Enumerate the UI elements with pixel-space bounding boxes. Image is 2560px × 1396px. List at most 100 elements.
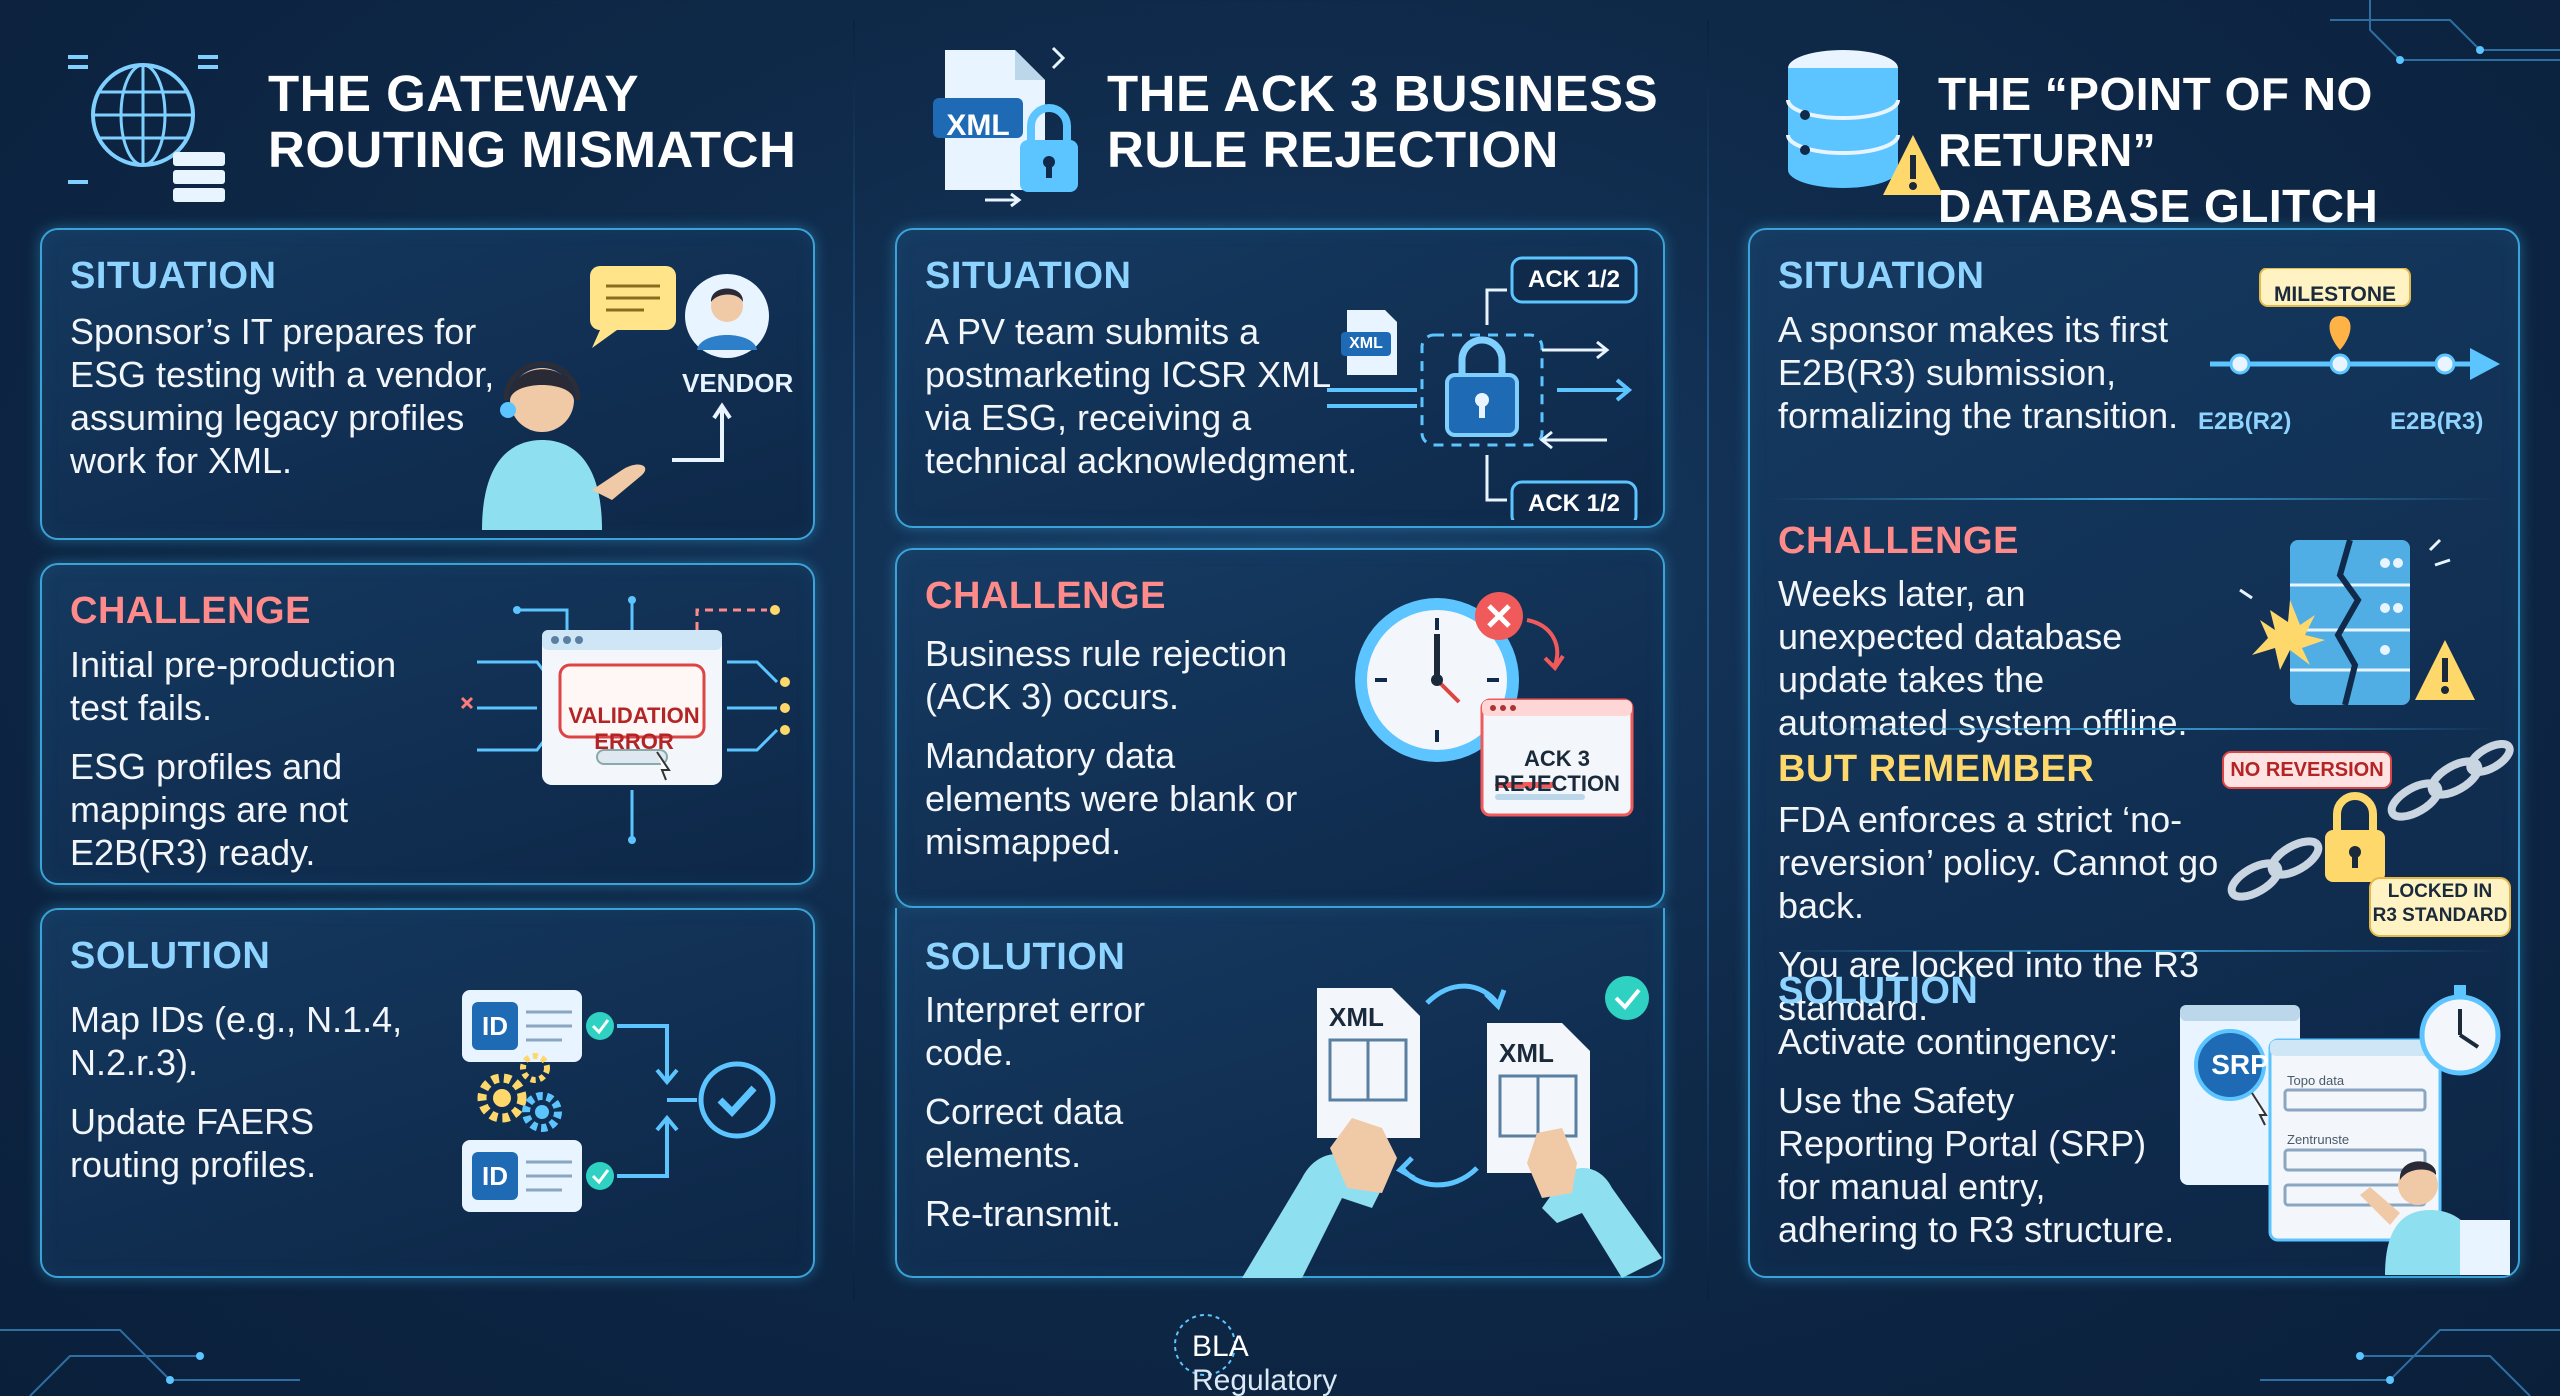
timeline-to-label: E2B(R3) bbox=[2390, 408, 2484, 435]
ack-top-badge: ACK 1/2 bbox=[1527, 266, 1621, 293]
brand-name-b: Regulatory bbox=[1192, 1364, 1338, 1396]
column-divider-2 bbox=[1707, 20, 1709, 1300]
ack-bottom-badge: ACK 1/2 bbox=[1527, 490, 1621, 517]
timeline-from-label: E2B(R2) bbox=[2198, 408, 2292, 435]
globe-server-icon bbox=[68, 55, 225, 202]
situation-label: SITUATION bbox=[70, 255, 277, 297]
xml-doc-2-label: XML bbox=[1499, 1038, 1554, 1068]
panel-gateway-routing: THE GATEWAY ROUTING MISMATCH SITUATION S… bbox=[40, 0, 815, 1300]
panel-database-glitch: THE “POINT OF NO RETURN” DATABASE GLITCH… bbox=[1748, 0, 2520, 1300]
situation-text: Sponsor’s IT prepares for ESG testing wi… bbox=[70, 311, 495, 481]
panel-header: XML THE ACK 3 BUSINESS RULE REJECTION bbox=[895, 30, 1665, 208]
panel-title-line2: ROUTING MISMATCH bbox=[268, 121, 797, 178]
solution-card: SOLUTION Interpret error code. Correct d… bbox=[895, 908, 1665, 1278]
remember-text: FDA enforces a strict ‘no-reversion’ pol… bbox=[1778, 798, 2338, 1045]
locked-in-line1: LOCKED IN bbox=[2387, 881, 2493, 902]
ack-handshake-lock-icon bbox=[1327, 256, 1638, 520]
validation-error-line1: VALIDATION bbox=[568, 703, 700, 728]
panel-title: THE ACK 3 BUSINESS RULE REJECTION bbox=[1107, 66, 1658, 178]
section-separator-2 bbox=[1770, 728, 2498, 730]
circuit-decoration-top-right bbox=[2330, 0, 2560, 64]
xml-badge: XML bbox=[946, 109, 1010, 142]
milestone-label: MILESTONE bbox=[2273, 283, 2397, 306]
section-separator-3 bbox=[1770, 950, 2498, 952]
remember-label: BUT REMEMBER bbox=[1778, 748, 2095, 790]
brand-footer: BLA Regulatory bbox=[1170, 1310, 1390, 1396]
xml-lock-icon bbox=[933, 46, 1078, 208]
panel-title-line1: THE GATEWAY bbox=[268, 65, 640, 122]
solution-paragraph-1: Interpret error code. bbox=[925, 989, 1146, 1073]
id-badge-bottom: ID bbox=[482, 1161, 508, 1191]
challenge-paragraph-2: ESG profiles and mappings are not E2B(R3… bbox=[70, 746, 349, 873]
xml-doc-1-label: XML bbox=[1329, 1002, 1384, 1032]
hands-exchanging-xml-icon bbox=[1242, 976, 1662, 1278]
panel-title-line2: DATABASE GLITCH bbox=[1938, 180, 2379, 232]
solution-text: Activate contingency: Use the Safety Rep… bbox=[1778, 1020, 2178, 1267]
crashed-server-icon bbox=[2239, 538, 2475, 706]
brand-logo-icon bbox=[1174, 1314, 1236, 1376]
challenge-text: Weeks later, an unexpected database upda… bbox=[1778, 573, 2188, 743]
circuit-decoration-bottom-left bbox=[0, 1329, 300, 1396]
panel-title: THE GATEWAY ROUTING MISMATCH bbox=[268, 66, 796, 178]
srp-portal-manual-entry-icon bbox=[2180, 985, 2510, 1275]
challenge-paragraph-1: Initial pre-production test fails. bbox=[70, 644, 397, 728]
challenge-label: CHALLENGE bbox=[925, 575, 1166, 617]
column-divider-1 bbox=[853, 20, 855, 1300]
form-field-label-2: Zentrunste bbox=[2287, 1132, 2350, 1147]
solution-paragraph-2: Correct data elements. bbox=[925, 1091, 1124, 1175]
solution-paragraph-3: Re-transmit. bbox=[925, 1193, 1122, 1234]
id-badge-top: ID bbox=[482, 1011, 508, 1041]
situation-text: A PV team submits a postmarketing ICSR X… bbox=[925, 311, 1358, 481]
ack3-rejection-line2: REJECTION bbox=[1494, 771, 1620, 796]
validation-error-text: VALIDATION ERROR bbox=[562, 703, 706, 755]
challenge-label: CHALLENGE bbox=[1778, 520, 2019, 562]
form-field-label-1: Topo data bbox=[2287, 1073, 2345, 1088]
xml-small-badge: XML bbox=[1349, 335, 1383, 352]
challenge-paragraph-1: Business rule rejection (ACK 3) occurs. bbox=[925, 633, 1288, 717]
panel-title: THE “POINT OF NO RETURN” DATABASE GLITCH bbox=[1938, 66, 2520, 234]
brand-name: BLA Regulatory bbox=[1192, 1330, 1390, 1396]
challenge-paragraph-2: Mandatory data elements were blank or mi… bbox=[925, 735, 1298, 862]
locked-chain-icon bbox=[2222, 740, 2514, 937]
id-mapping-flow-icon bbox=[462, 990, 776, 1212]
situation-challenge-card: SITUATION A sponsor makes its first E2B(… bbox=[1748, 228, 2520, 1278]
vendor-label: VENDOR bbox=[682, 368, 794, 398]
solution-paragraph-1: Map IDs (e.g., N.1.4, N.2.r.3). bbox=[70, 999, 403, 1083]
situation-text: A sponsor makes its first E2B(R3) submis… bbox=[1778, 309, 2179, 436]
clock-rejection-icon bbox=[1355, 592, 1634, 817]
support-agent-icon bbox=[482, 266, 769, 530]
solution-label: SOLUTION bbox=[925, 936, 1126, 978]
section-separator-1 bbox=[1770, 498, 2498, 500]
no-reversion-badge: NO REVERSION bbox=[2230, 759, 2384, 781]
solution-paragraph-2: Use the Safety Reporting Portal (SRP) fo… bbox=[1778, 1080, 2175, 1250]
validation-error-window-icon bbox=[460, 596, 790, 844]
solution-text: Interpret error code. Correct data eleme… bbox=[925, 988, 1235, 1251]
circuit-decoration-bottom-right bbox=[2260, 1329, 2560, 1396]
solution-text: Map IDs (e.g., N.1.4, N.2.r.3). Update F… bbox=[70, 998, 430, 1202]
ack3-rejection-text: ACK 3 REJECTION bbox=[1482, 746, 1632, 796]
database-warning-icon bbox=[1786, 50, 1943, 195]
challenge-card: CHALLENGE Initial pre-production test fa… bbox=[40, 563, 815, 885]
challenge-label: CHALLENGE bbox=[70, 590, 311, 632]
solution-paragraph-1: Activate contingency: bbox=[1778, 1021, 2119, 1062]
solution-label: SOLUTION bbox=[1778, 970, 1979, 1012]
panel-ack3-rejection: XML THE ACK 3 BUSINESS RULE REJECTION SI… bbox=[895, 0, 1665, 1300]
solution-paragraph-2: Update FAERS routing profiles. bbox=[70, 1101, 317, 1185]
challenge-card: CHALLENGE Business rule rejection (ACK 3… bbox=[895, 548, 1665, 908]
panel-header: THE GATEWAY ROUTING MISMATCH bbox=[40, 30, 815, 202]
solution-label: SOLUTION bbox=[70, 935, 271, 977]
milestone-timeline-icon bbox=[2210, 268, 2500, 380]
challenge-text: Business rule rejection (ACK 3) occurs. … bbox=[925, 632, 1325, 879]
panel-title-line2: RULE REJECTION bbox=[1107, 121, 1559, 178]
srp-badge: SRP bbox=[2211, 1049, 2269, 1080]
remember-paragraph-1: FDA enforces a strict ‘no-reversion’ pol… bbox=[1778, 799, 2219, 926]
solution-card: SOLUTION Map IDs (e.g., N.1.4, N.2.r.3).… bbox=[40, 908, 815, 1278]
ack3-rejection-line1: ACK 3 bbox=[1523, 746, 1590, 771]
validation-error-line2: ERROR bbox=[594, 729, 674, 754]
locked-in-badge: LOCKED IN R3 STANDARD bbox=[2370, 880, 2510, 928]
situation-label: SITUATION bbox=[925, 255, 1132, 297]
brand-name-a: BLA bbox=[1192, 1330, 1248, 1363]
panel-header: THE “POINT OF NO RETURN” DATABASE GLITCH bbox=[1748, 30, 2520, 232]
situation-card: SITUATION A PV team submits a postmarket… bbox=[895, 228, 1665, 528]
panel-title-line1: THE ACK 3 BUSINESS bbox=[1107, 65, 1659, 122]
